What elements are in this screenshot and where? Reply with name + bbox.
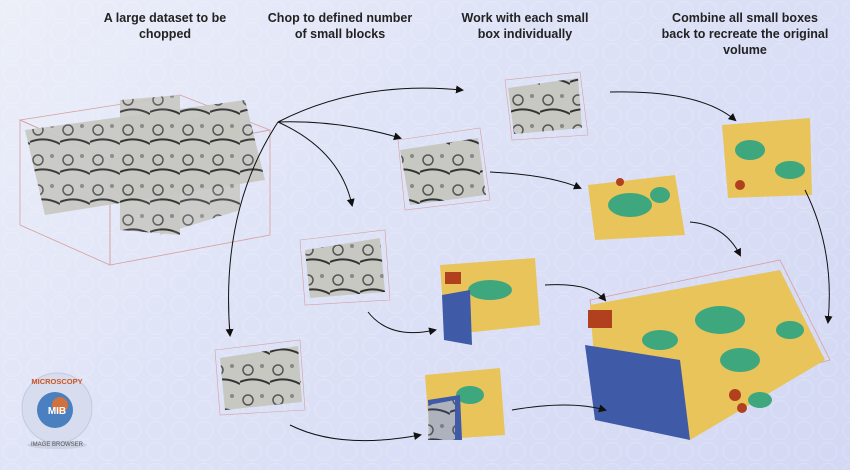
step-4-title-line3: volume — [723, 43, 767, 57]
step-1-title-line2: chopped — [138, 27, 192, 41]
small-block-1 — [397, 127, 491, 211]
arrow-block1-to-seg — [489, 171, 582, 190]
flow-arrows — [225, 85, 833, 442]
step-1-title: A large dataset to be chopped — [65, 10, 265, 42]
small-block-2 — [299, 229, 391, 306]
step-3-title-line1: Work with each small — [461, 11, 589, 25]
arrow-block2-to-seg — [367, 311, 437, 336]
step-4-title: Combine all small boxes back to recreate… — [640, 10, 850, 58]
step-4-title-line1: Combine all small boxes — [672, 11, 818, 25]
step-2-title-line1: Chop to defined number — [267, 11, 413, 25]
logo-mark-text: MIB — [48, 406, 66, 417]
arrow-topright-to-combined — [804, 189, 833, 324]
step-3-title: Work with each small box individually — [445, 10, 605, 42]
step-3-title-line2: box individually — [477, 27, 573, 41]
arrow-top-to-seg — [609, 91, 737, 122]
small-block-3 — [214, 339, 306, 416]
mib-logo: MICROSCOPY IMAGE BROWSER MIB — [21, 372, 93, 449]
step-2-title: Chop to defined number of small blocks — [240, 10, 440, 42]
logo-top-text: MICROSCOPY — [31, 377, 82, 386]
segmented-box-top-right — [722, 118, 812, 198]
arrow-to-block-2 — [277, 121, 355, 207]
small-block-top — [504, 71, 589, 141]
step-1-title-line1: A large dataset to be — [103, 11, 227, 25]
arrow-to-block-3 — [225, 121, 279, 337]
segmented-box-1 — [588, 175, 685, 240]
large-dataset-volume — [18, 94, 272, 266]
combined-volume — [585, 259, 831, 440]
arrow-seg1-to-combined — [689, 221, 741, 257]
arrow-seg2-to-combined — [544, 284, 607, 302]
step-4-title-line2: back to recreate the original — [661, 27, 829, 41]
segmented-box-3 — [425, 368, 505, 440]
logo-bottom-text: IMAGE BROWSER — [31, 442, 84, 448]
segmented-box-2 — [440, 258, 540, 345]
arrow-block3-to-seg — [289, 424, 422, 442]
arrow-to-block-1 — [277, 121, 402, 141]
arrow-seg3-to-combined — [511, 404, 607, 413]
arrow-to-top-block — [277, 85, 464, 123]
step-2-title-line2: of small blocks — [294, 27, 386, 41]
